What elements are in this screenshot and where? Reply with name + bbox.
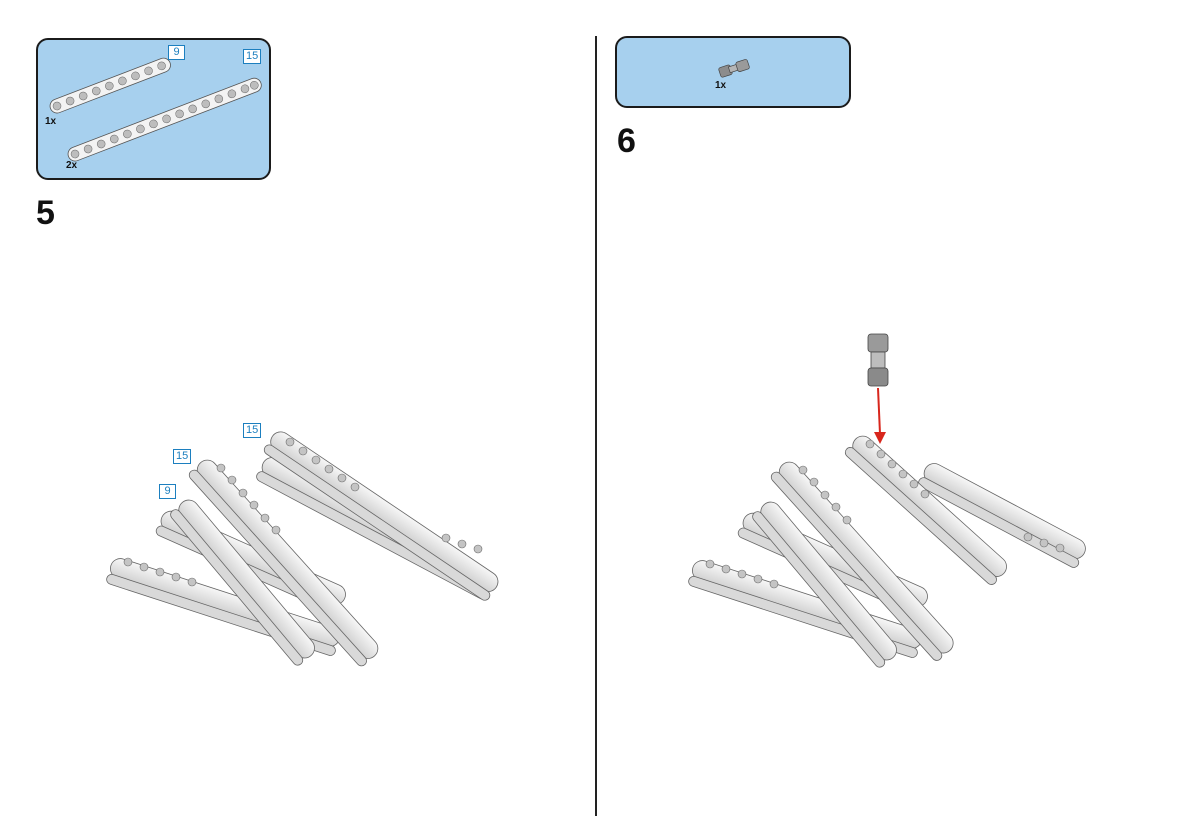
axle-pin-icon (718, 59, 750, 78)
beam-length-tag: 15 (173, 449, 192, 464)
beam-length-tag: 9 (159, 484, 176, 499)
step6-assembly-illustration (688, 333, 1086, 668)
pin-part-icon (867, 333, 889, 387)
beam-9-icon (49, 57, 171, 114)
step5-parts-callout: 9 15 1x 2x (36, 38, 271, 180)
step6-parts-callout: 1x (615, 36, 851, 108)
page-divider (595, 36, 597, 816)
insert-arrow-icon (874, 387, 886, 444)
step-number: 5 (36, 194, 55, 232)
beam-15-icon (67, 77, 262, 162)
part-quantity: 2x (66, 160, 78, 171)
part-quantity: 1x (45, 116, 57, 127)
beam-length-tag: 15 (243, 423, 262, 438)
step-number: 6 (617, 122, 636, 160)
part-quantity: 1x (715, 80, 727, 91)
step5-assembly-illustration (106, 431, 499, 667)
beam-length-tag: 15 (243, 49, 262, 64)
beam-length-tag: 9 (168, 45, 185, 60)
